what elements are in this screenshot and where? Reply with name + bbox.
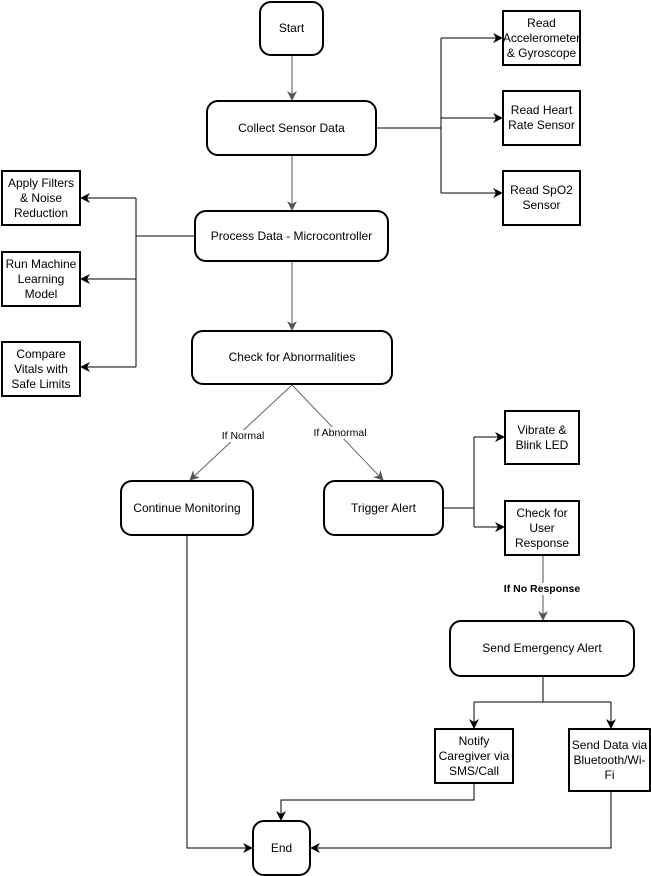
node-process-data: Process Data - Microcontroller bbox=[194, 210, 389, 262]
node-notify-caregiver: Notify Caregiver via SMS/Call bbox=[434, 728, 514, 784]
node-send-data-bluetooth: Send Data via Bluetooth/Wi- Fi bbox=[568, 728, 651, 792]
edge-label-if-no-response: If No Response bbox=[503, 583, 581, 595]
node-start: Start bbox=[259, 1, 324, 56]
node-apply-filters: Apply Filters & Noise Reduction bbox=[1, 170, 81, 226]
edge-label-if-normal: If Normal bbox=[221, 430, 265, 442]
edge-notify-end bbox=[276, 784, 475, 821]
edge-send-end bbox=[310, 792, 612, 853]
node-continue-monitoring: Continue Monitoring bbox=[120, 480, 254, 536]
node-send-emergency-alert: Send Emergency Alert bbox=[449, 620, 635, 677]
node-read-accelerometer: Read Accelerometer & Gyroscope bbox=[502, 10, 581, 66]
node-check-abnormalities: Check for Abnormalities bbox=[191, 330, 393, 385]
node-compare-vitals: Compare Vitals with Safe Limits bbox=[1, 341, 81, 397]
edge-continue-end bbox=[186, 536, 253, 853]
node-check-user-response: Check for User Response bbox=[504, 500, 580, 556]
node-read-heart-rate: Read Heart Rate Sensor bbox=[502, 90, 581, 146]
node-vibrate-blink: Vibrate & Blink LED bbox=[504, 410, 580, 465]
node-read-spo2: Read SpO2 Sensor bbox=[502, 170, 581, 226]
node-end: End bbox=[252, 820, 311, 876]
node-trigger-alert: Trigger Alert bbox=[323, 480, 444, 536]
edge-label-if-abnormal: If Abnormal bbox=[313, 427, 367, 439]
node-run-ml-model: Run Machine Learning Model bbox=[1, 251, 81, 307]
node-collect-sensor-data: Collect Sensor Data bbox=[206, 100, 377, 156]
